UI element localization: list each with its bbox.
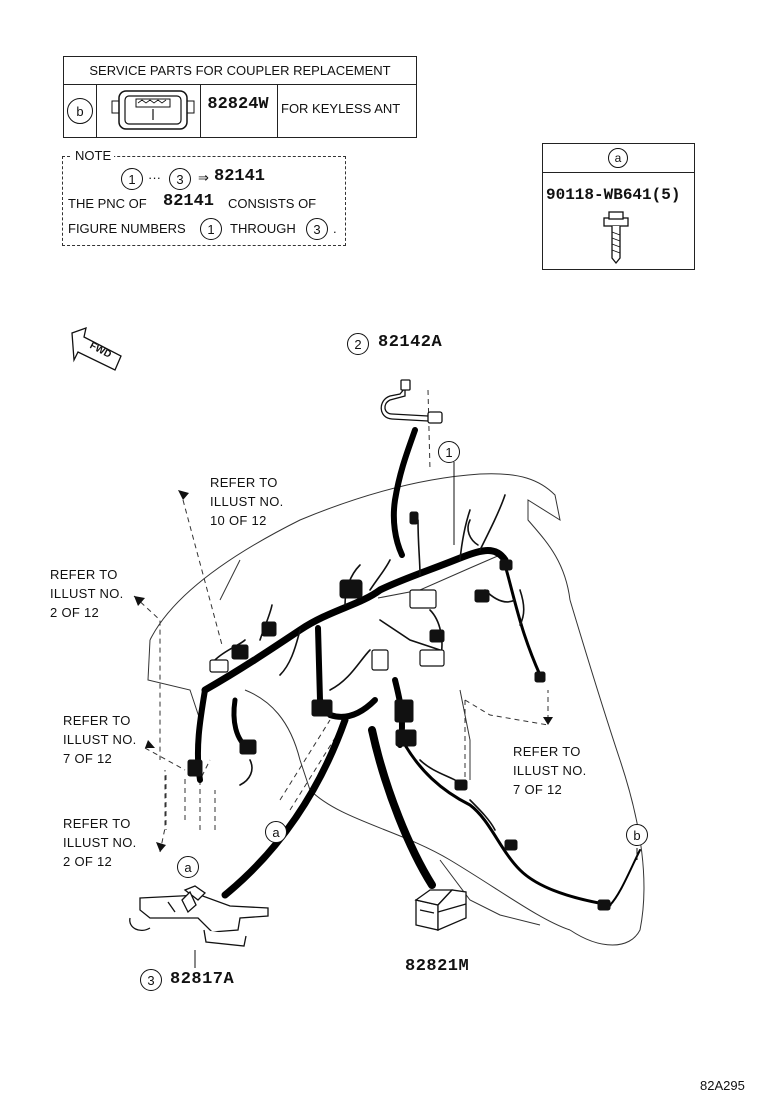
harness-connector-drop — [368, 726, 436, 889]
callout-3-num: 3 — [147, 972, 155, 988]
key-b-badge: b — [67, 98, 93, 124]
callout-3-part: 82817A — [170, 970, 235, 989]
callout-1-num: 1 — [445, 444, 453, 460]
refer-2l-line2: ILLUST NO. — [63, 835, 137, 850]
coupler-icon — [111, 90, 195, 130]
bolt-key-label: a — [614, 151, 622, 165]
note-range-start-label: 1 — [128, 171, 136, 187]
connector-part: 82821M — [405, 957, 470, 976]
note-line3-prefix: FIGURE NUMBERS — [68, 221, 186, 236]
note-line3-end-label: 3 — [313, 221, 321, 237]
callout-2-part: 82142A — [378, 333, 443, 352]
service-part-number: 82824W — [207, 95, 269, 114]
note-line3-start-label: 1 — [207, 221, 215, 237]
harness-top-lead — [390, 427, 418, 558]
callout-1-badge: 1 — [438, 441, 460, 463]
refer-illust-2-upper: REFER TO ILLUST NO. 2 OF 12 — [50, 565, 124, 622]
refer-10-line1: REFER TO — [210, 475, 278, 490]
refer-7r-line3: 7 OF 12 — [513, 782, 563, 797]
service-parts-key-cell — [64, 84, 97, 137]
bolt-part-number: 90118-WB641(5) — [546, 186, 681, 204]
coupler-cell — [96, 84, 201, 137]
refer-illust-7-right: REFER TO ILLUST NO. 7 OF 12 — [513, 742, 587, 799]
refer-7l-line1: REFER TO — [63, 713, 131, 728]
key-b-right-label: b — [633, 827, 641, 843]
service-part-description: FOR KEYLESS ANT — [281, 101, 401, 116]
note-range-ellipsis: ··· — [148, 170, 161, 185]
note-line3-suffix: . — [333, 221, 337, 236]
note-range-part: 82141 — [214, 167, 266, 186]
fwd-label: FWD — [87, 340, 114, 361]
refer-10-line2: ILLUST NO. — [210, 494, 284, 509]
note-arrow: ⇒ — [198, 170, 209, 185]
refer-2l-line3: 2 OF 12 — [63, 854, 113, 869]
refer-7r-line1: REFER TO — [513, 744, 581, 759]
refer-7l-line3: 7 OF 12 — [63, 751, 113, 766]
key-a-center: a — [265, 821, 287, 843]
note-range-end-label: 3 — [176, 171, 184, 187]
note-line3-start: 1 — [200, 218, 222, 240]
note-heading: NOTE — [72, 148, 115, 163]
bolt-box-divider — [543, 172, 694, 173]
service-parts-box: SERVICE PARTS FOR COUPLER REPLACEMENT b … — [63, 56, 417, 138]
harness-main-trunk — [201, 547, 509, 694]
refer-illust-2-lower: REFER TO ILLUST NO. 2 OF 12 — [63, 814, 137, 871]
key-b-right: b — [626, 824, 648, 846]
note-range-start: 1 — [121, 168, 143, 190]
key-a-left-label: a — [184, 859, 192, 875]
refer-illust-10: REFER TO ILLUST NO. 10 OF 12 — [210, 473, 284, 530]
service-part-divider — [277, 84, 278, 137]
note-box — [62, 156, 346, 246]
note-line2-suffix: CONSISTS OF — [228, 196, 317, 211]
refer-2u-line1: REFER TO — [50, 567, 118, 582]
bolt-key-badge: a — [608, 148, 628, 168]
harness-left-drop — [221, 716, 349, 899]
callout-2-num: 2 — [354, 336, 362, 352]
refer-illust-7-left: REFER TO ILLUST NO. 7 OF 12 — [63, 711, 137, 768]
dashboard-lower-outline — [147, 639, 201, 721]
key-b-label: b — [76, 103, 84, 119]
refer-2l-line1: REFER TO — [63, 816, 131, 831]
note-line2-part: 82141 — [163, 192, 215, 211]
diagram-code: 82A295 — [700, 1078, 745, 1093]
callout-3-badge: 3 — [140, 969, 162, 991]
refer-2u-line2: ILLUST NO. — [50, 586, 124, 601]
callout-2-badge: 2 — [347, 333, 369, 355]
service-parts-title: SERVICE PARTS FOR COUPLER REPLACEMENT — [64, 57, 416, 85]
key-a-left: a — [177, 856, 199, 878]
refer-10-line3: 10 OF 12 — [210, 513, 267, 528]
refer-2u-line3: 2 OF 12 — [50, 605, 100, 620]
note-line2-prefix: THE PNC OF — [68, 196, 147, 211]
note-range-end: 3 — [169, 168, 191, 190]
refer-7r-line2: ILLUST NO. — [513, 763, 587, 778]
refer-7l-line2: ILLUST NO. — [63, 732, 137, 747]
key-a-center-label: a — [272, 824, 280, 840]
note-line3-mid: THROUGH — [230, 221, 296, 236]
note-line3-end: 3 — [306, 218, 328, 240]
